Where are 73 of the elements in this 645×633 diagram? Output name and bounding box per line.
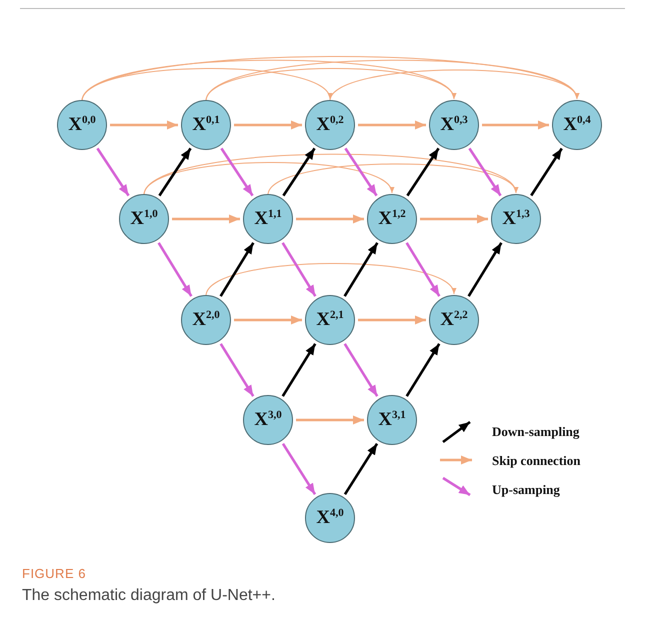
node-label: X$^{0,3}$ — [440, 114, 468, 136]
arrow — [282, 242, 316, 297]
arrow — [282, 442, 316, 496]
legend-label: Down-sampling — [492, 424, 580, 440]
feature-node — [181, 100, 231, 150]
arrow — [234, 120, 302, 130]
arrow — [282, 148, 316, 196]
node-label: X$^{1,3}$ — [502, 208, 530, 230]
arrow — [344, 148, 378, 196]
arrow — [158, 242, 192, 297]
node-label: X$^{4,0}$ — [316, 507, 344, 529]
arrow — [234, 316, 302, 324]
arrow — [406, 242, 440, 297]
arrow — [482, 120, 549, 130]
node-label: X$^{1,2}$ — [378, 208, 406, 230]
arrow — [468, 148, 502, 196]
arrow — [420, 214, 488, 224]
legend-label: Skip connection — [492, 453, 580, 469]
arrow — [96, 148, 130, 196]
node-label: X$^{0,0}$ — [68, 114, 96, 136]
feature-node — [243, 194, 293, 244]
arrow — [468, 242, 502, 297]
node-label: X$^{2,2}$ — [440, 309, 468, 331]
feature-node — [367, 194, 417, 244]
feature-node — [119, 194, 169, 244]
feature-node — [429, 100, 479, 150]
node-label: X$^{0,1}$ — [192, 114, 220, 136]
arrow — [296, 416, 364, 424]
skip-curve — [206, 60, 578, 102]
skip-curve — [206, 263, 454, 296]
arrow — [110, 120, 178, 130]
skip-curve — [268, 164, 516, 196]
skip-curve — [144, 154, 516, 196]
feature-node — [429, 295, 479, 345]
node-label: X$^{0,4}$ — [563, 114, 591, 136]
feature-node — [57, 100, 107, 150]
arrow — [220, 343, 254, 397]
caption: The schematic diagram of U-Net++. — [22, 587, 276, 605]
skip-curve — [330, 70, 578, 102]
feature-node — [305, 493, 355, 543]
arrow — [344, 343, 378, 397]
feature-node — [305, 295, 355, 345]
arrow — [406, 343, 440, 397]
feature-node — [552, 100, 602, 150]
arrow — [358, 120, 426, 130]
node-label: X$^{3,1}$ — [378, 409, 406, 431]
arrow — [220, 242, 254, 297]
node-label: X$^{1,1}$ — [254, 208, 282, 230]
feature-node — [305, 100, 355, 150]
node-label: X$^{0,2}$ — [316, 114, 344, 136]
arrow — [358, 316, 426, 324]
arrow — [406, 148, 440, 196]
feature-node — [491, 194, 541, 244]
arrow — [344, 242, 378, 297]
arrow — [158, 148, 192, 196]
skip-curve — [144, 162, 392, 196]
node-label: X$^{1,0}$ — [130, 208, 158, 230]
skip-curve — [206, 68, 454, 102]
figure-number: FIGURE 6 — [22, 566, 86, 581]
node-label: X$^{2,1}$ — [316, 309, 344, 331]
arrow — [172, 214, 240, 224]
arrow — [220, 148, 254, 196]
skip-curve — [82, 60, 454, 102]
arrow — [282, 343, 316, 397]
arrow — [344, 442, 378, 496]
legend-label: Up-samping — [492, 482, 560, 498]
node-label: X$^{3,0}$ — [254, 409, 282, 431]
feature-node — [181, 295, 231, 345]
arrow — [296, 214, 364, 224]
feature-node — [243, 395, 293, 445]
feature-node — [367, 395, 417, 445]
arrow — [530, 148, 563, 196]
node-label: X$^{2,0}$ — [192, 309, 220, 331]
